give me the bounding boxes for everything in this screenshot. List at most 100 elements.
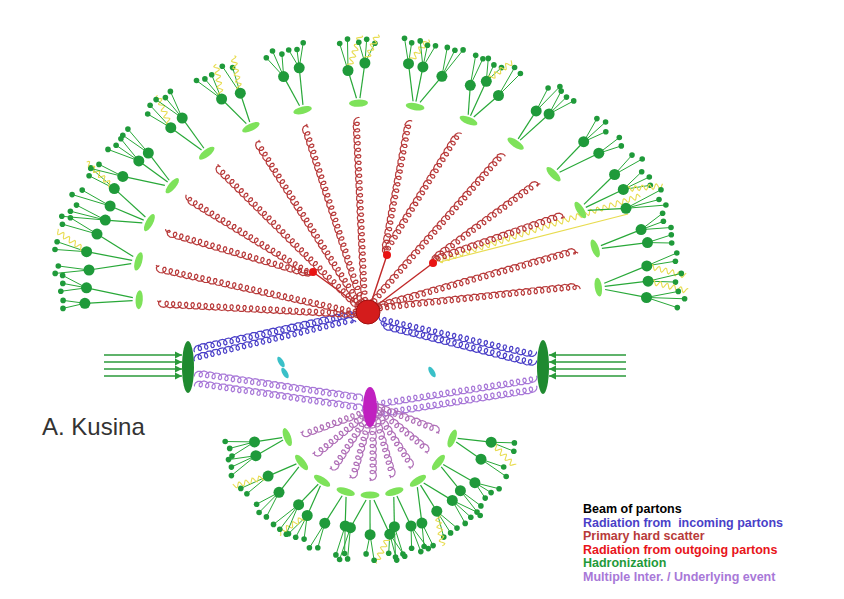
- final-particle: [307, 545, 313, 551]
- final-particle: [425, 42, 431, 48]
- beam-blob: [537, 340, 549, 394]
- hadron: [278, 71, 289, 82]
- final-particle: [60, 298, 66, 304]
- gluon-line: [384, 133, 461, 255]
- multiple-interaction-blob: [363, 387, 377, 427]
- hadron: [81, 246, 92, 257]
- hadron-track: [557, 142, 584, 170]
- final-particle: [56, 263, 62, 269]
- final-particle: [202, 76, 208, 82]
- final-particle: [52, 247, 58, 253]
- hadron: [365, 529, 376, 540]
- hadron: [417, 61, 428, 72]
- beam-remnant: [276, 356, 287, 369]
- final-particle: [222, 439, 228, 445]
- final-particle: [153, 97, 159, 103]
- beam-line: [104, 354, 182, 356]
- final-particle: [145, 111, 151, 117]
- photon-line: [232, 56, 243, 93]
- final-particle: [503, 474, 509, 480]
- final-particle: [356, 40, 362, 46]
- final-particle: [264, 55, 270, 61]
- final-particle: [229, 464, 235, 470]
- final-particle: [564, 94, 570, 100]
- final-particle: [682, 296, 688, 302]
- hadronization-cluster: [241, 120, 261, 135]
- final-particle: [345, 36, 351, 42]
- final-particle: [603, 119, 609, 125]
- final-particle: [402, 35, 408, 41]
- beam-arrowhead: [175, 373, 182, 380]
- legend-text: Hadronization: [583, 556, 666, 570]
- hadron: [79, 298, 90, 309]
- hadron: [493, 90, 504, 101]
- legend: Beam of partonsRadiation from incoming p…: [583, 503, 783, 585]
- gluon-line: [313, 407, 372, 456]
- author-label: A. Kusina: [42, 413, 145, 440]
- hadron: [117, 171, 128, 182]
- hadron-track: [604, 266, 647, 283]
- final-particle: [668, 225, 674, 231]
- hadronization-cluster: [312, 473, 332, 489]
- hadron-track: [584, 175, 615, 205]
- hadron-track: [601, 230, 641, 246]
- final-particle: [658, 187, 664, 193]
- final-particle: [333, 552, 339, 558]
- final-particle: [209, 72, 215, 78]
- hadron-track: [586, 189, 623, 207]
- final-particle: [452, 47, 458, 53]
- final-particle: [393, 554, 399, 560]
- hadron: [618, 184, 629, 195]
- hadron: [436, 71, 447, 82]
- hadronization-cluster: [293, 104, 313, 116]
- final-particle: [364, 36, 370, 42]
- final-particle: [679, 271, 685, 277]
- final-particle: [663, 202, 669, 208]
- hadron: [235, 88, 246, 99]
- final-particle: [460, 47, 466, 53]
- beam-arrowhead: [175, 366, 182, 373]
- gluon-line: [256, 140, 368, 313]
- final-particle: [337, 557, 343, 563]
- beam-remnant: [280, 367, 291, 380]
- final-particle: [86, 173, 92, 179]
- hadron: [403, 58, 414, 69]
- final-particle: [617, 135, 623, 141]
- legend-text: Radiation from incoming partons: [583, 516, 783, 530]
- final-particle: [300, 40, 306, 46]
- photon-line: [623, 184, 662, 192]
- hadron: [109, 183, 120, 194]
- final-particle: [473, 53, 479, 59]
- final-particle: [603, 129, 609, 135]
- final-particle: [639, 156, 645, 162]
- hadron: [486, 437, 497, 448]
- hadron: [465, 80, 476, 91]
- final-particle: [558, 88, 564, 94]
- final-particle: [482, 495, 488, 501]
- final-particle: [284, 531, 290, 537]
- final-particle: [96, 162, 102, 168]
- gluon-line: [353, 117, 368, 312]
- hadron: [343, 65, 354, 76]
- legend-text: Multiple Inter. / Underlying event: [583, 570, 775, 584]
- final-particle: [545, 85, 551, 91]
- photon-line: [647, 265, 686, 278]
- hadron: [250, 450, 261, 461]
- final-particle: [676, 289, 682, 295]
- final-particle: [264, 514, 270, 520]
- final-particle: [54, 239, 60, 245]
- hadron-track: [602, 243, 648, 249]
- gluon-line: [377, 386, 537, 416]
- final-particle: [244, 491, 250, 497]
- final-particle: [477, 513, 483, 519]
- hadron: [294, 62, 305, 73]
- legend-entry: Hadronization: [583, 557, 783, 571]
- final-particle: [270, 48, 276, 54]
- final-particle: [496, 486, 502, 492]
- hadron: [359, 58, 370, 69]
- gluon-line: [368, 284, 580, 312]
- final-particle: [400, 551, 406, 557]
- final-particle: [68, 215, 74, 221]
- hadron-track: [105, 220, 142, 223]
